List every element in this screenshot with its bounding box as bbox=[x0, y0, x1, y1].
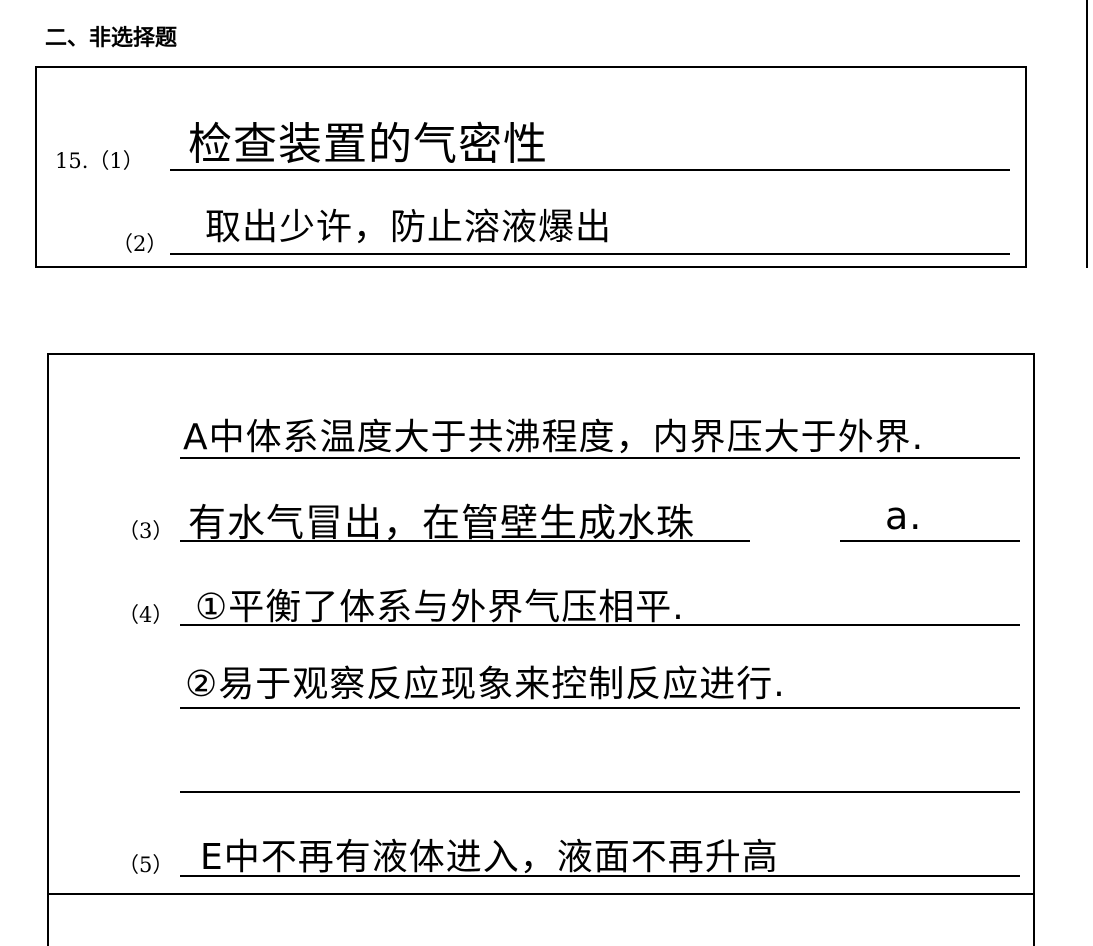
question-15-box bbox=[35, 66, 1027, 268]
answer-5: E中不再有液体进入，液面不再升高 bbox=[200, 837, 779, 878]
section-title: 二、非选择题 bbox=[45, 26, 178, 51]
answer-line-empty bbox=[180, 791, 1020, 793]
answer-line bbox=[180, 457, 1020, 459]
part3-label: （3） bbox=[118, 519, 174, 543]
answer-line bbox=[180, 707, 1020, 709]
answer-3b: a. bbox=[885, 494, 923, 538]
answer-4-2: ②易于观察反应现象来控制反应进行. bbox=[185, 664, 786, 705]
answer-line bbox=[840, 540, 1020, 542]
q15-part1-label: 15.（1） bbox=[55, 149, 144, 173]
box-divider bbox=[47, 893, 1035, 895]
answer-line bbox=[180, 624, 1020, 626]
answer-2: 取出少许，防止溶液爆出 bbox=[205, 207, 613, 248]
answer-line bbox=[170, 169, 1010, 171]
answer-line bbox=[180, 875, 1020, 877]
q15-part2-label: （2） bbox=[112, 232, 168, 256]
answer-line bbox=[180, 540, 750, 542]
part4-label: （4） bbox=[118, 603, 174, 627]
answer-1: 检查装置的气密性 bbox=[188, 119, 548, 170]
answer-3a: 有水气冒出，在管壁生成水珠 bbox=[188, 501, 696, 545]
answer-line bbox=[170, 253, 1010, 255]
answer-4-1: ①平衡了体系与外界气压相平. bbox=[195, 587, 685, 628]
column-divider bbox=[1086, 0, 1088, 268]
part5-label: （5） bbox=[118, 853, 174, 877]
answer-box-2 bbox=[47, 353, 1035, 946]
answer-intro: A中体系温度大于共沸程度，内界压大于外界. bbox=[183, 417, 925, 458]
